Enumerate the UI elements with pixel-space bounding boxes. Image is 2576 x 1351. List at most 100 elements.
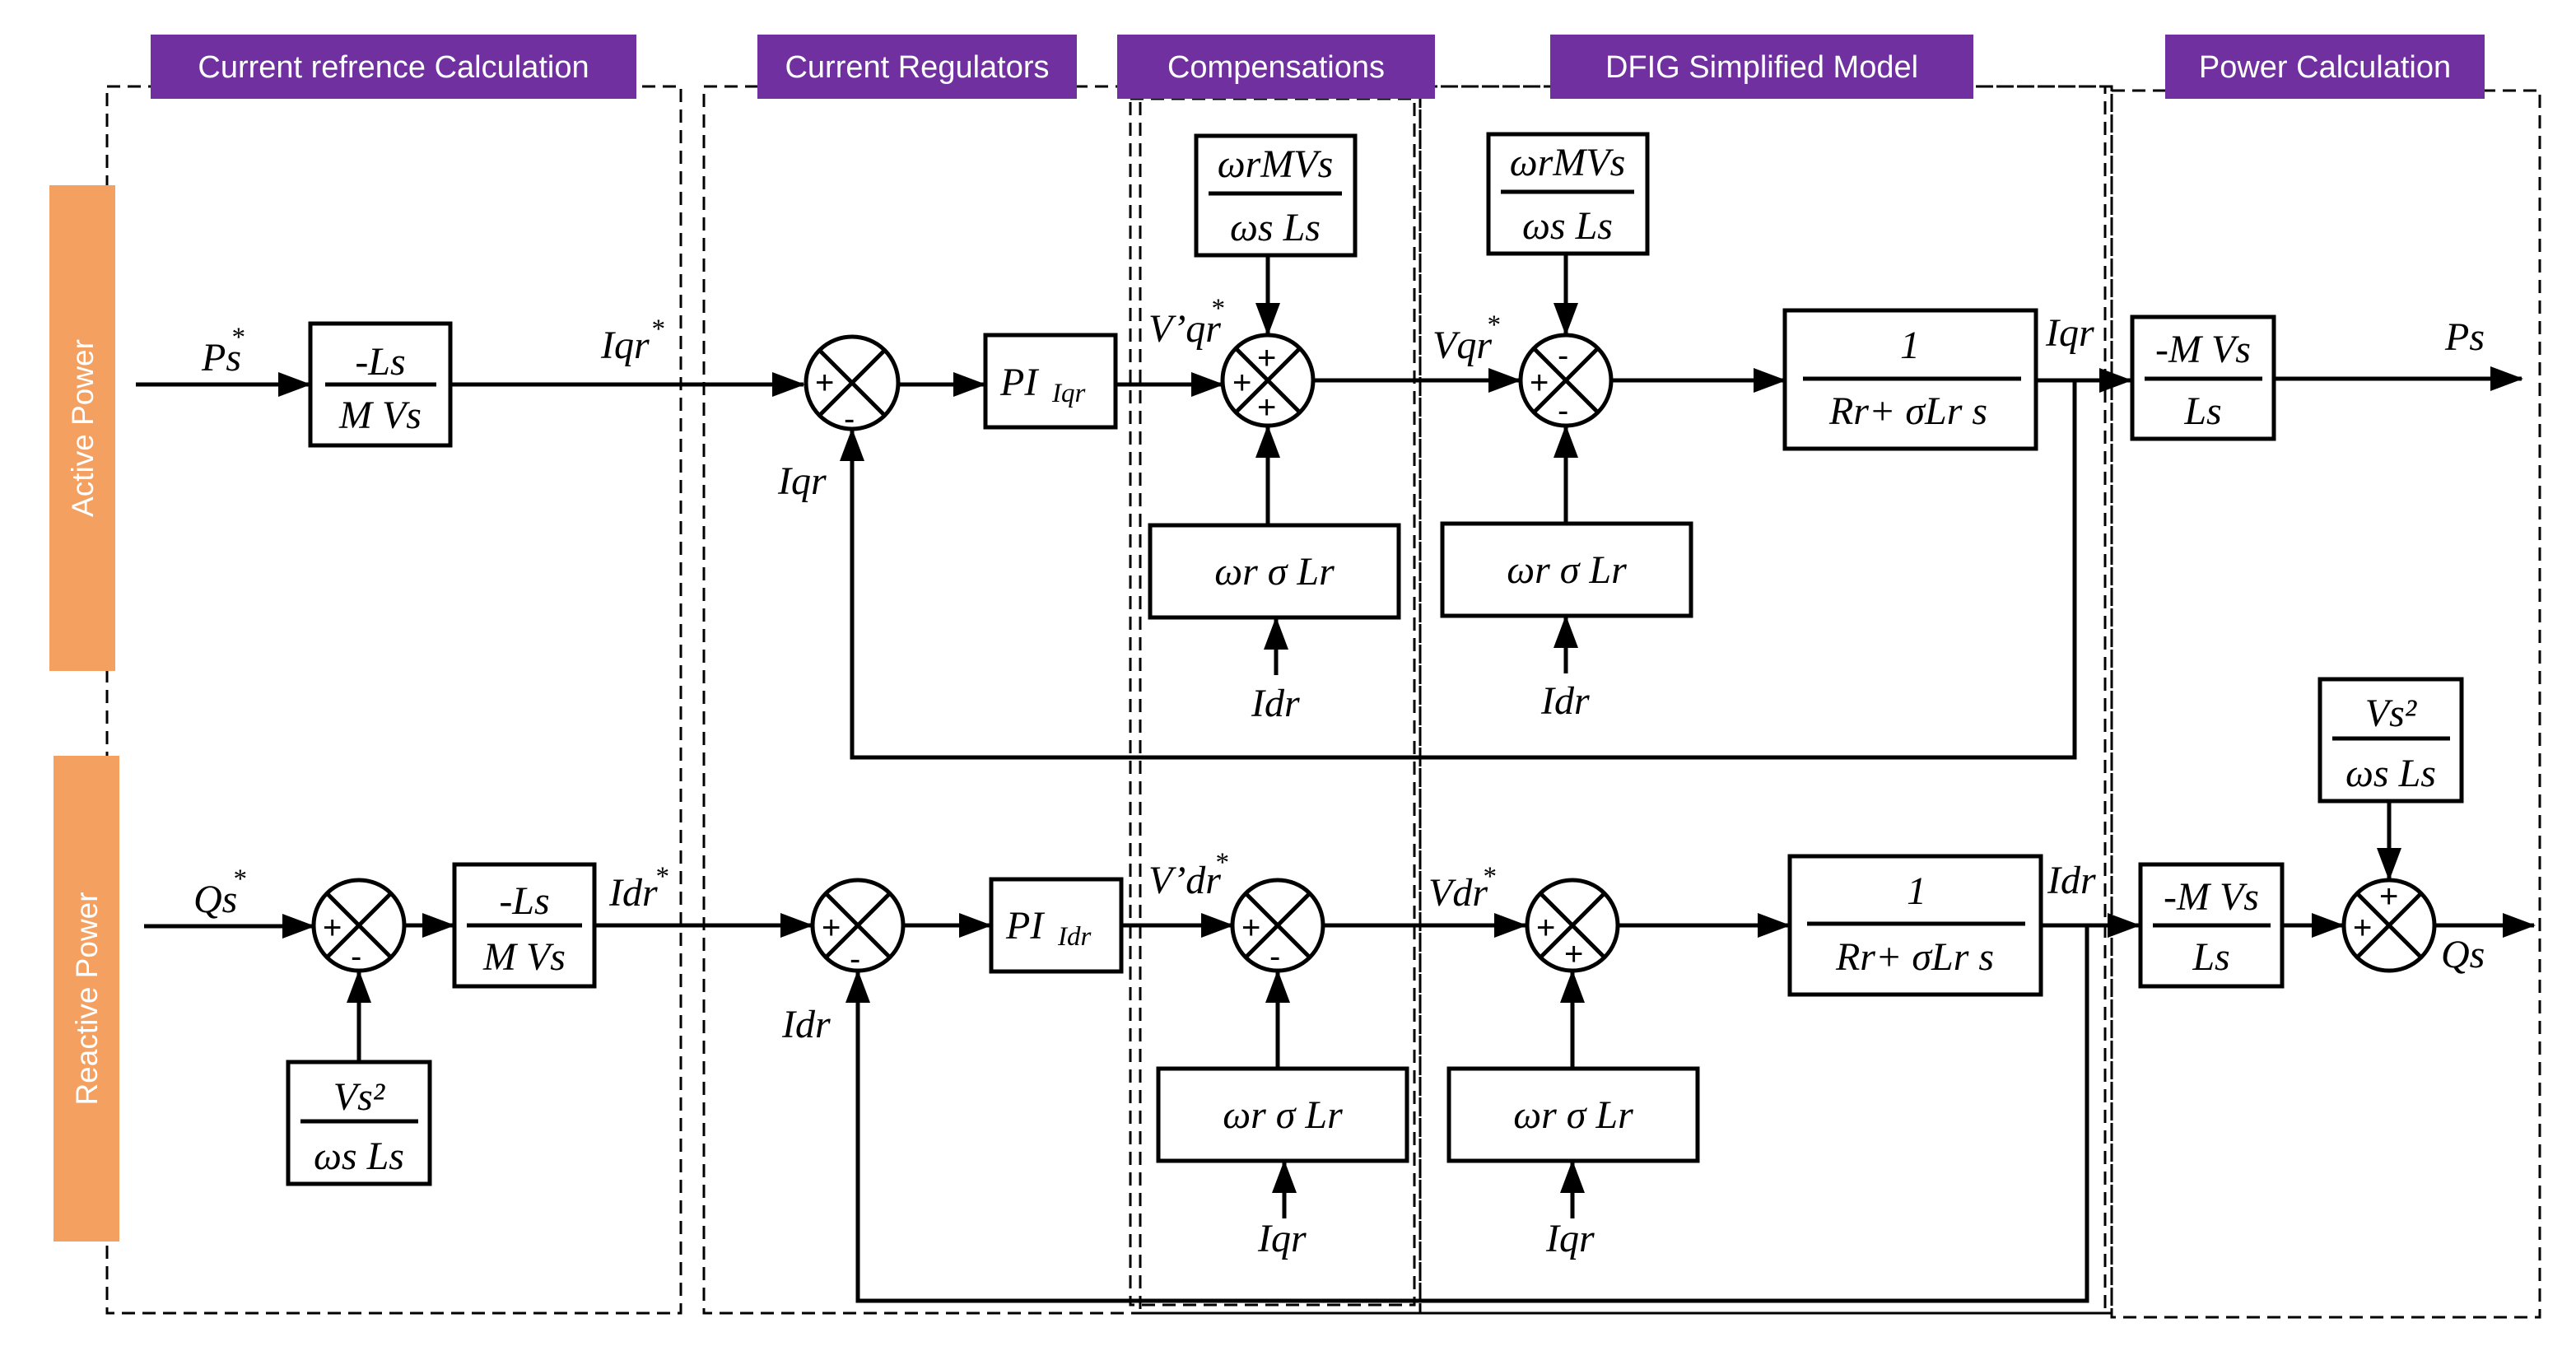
svg-text:+: + [822,910,841,946]
svg-text:Ps: Ps [201,336,241,380]
label-iqr-feedback: Iqr [777,459,827,503]
header-current-regulators: Current Regulators [757,35,1077,99]
svg-text:-: - [850,941,860,977]
svg-text:ωs Ls: ωs Ls [2345,752,2436,795]
signal-ps-star: Ps * [201,323,245,380]
wire-iqr-feedback [840,380,2077,760]
svg-text:PI: PI [1005,904,1045,948]
svg-text:Idr: Idr [1057,922,1091,952]
svg-text:+: + [1564,936,1583,972]
svg-text:Power Calculation: Power Calculation [2199,50,2451,85]
sum-dfig-q: - + - [1518,333,1614,429]
side-label-active: Active Power [49,185,115,671]
sum-qs-ref: + - [311,878,407,975]
svg-text:-: - [1269,939,1280,975]
block-vs2-ref: Vs² ωs Ls [286,1060,432,1186]
group-compensations-inner [1139,85,1422,1315]
svg-text:ωr σ Lr: ωr σ Lr [1513,1093,1633,1137]
sum-iqr-error: + - [804,334,901,437]
sum-compensation-q: + + + [1220,333,1316,428]
svg-text:1: 1 [1907,869,1926,913]
svg-text:Current Regulators: Current Regulators [785,50,1049,85]
svg-text:+: + [323,910,342,946]
svg-text:+: + [2353,910,2372,946]
svg-text:Qs: Qs [193,878,237,921]
svg-text:Vs²: Vs² [2365,692,2418,735]
svg-text:ωs Ls: ωs Ls [314,1134,404,1178]
svg-text:+: + [1232,365,1251,401]
svg-text:+: + [1530,365,1549,401]
signal-vdr-prime-star: V’dr * [1148,848,1228,902]
svg-text:ωr σ Lr: ωr σ Lr [1507,548,1627,592]
group-current-reference [105,85,682,1315]
svg-text:M Vs: M Vs [338,394,422,437]
block-ref-reactive: -Ls M Vs [452,862,597,989]
block-emf-dfig: ωrMVs ωs Ls [1486,132,1650,256]
svg-text:V’qr: V’qr [1148,307,1221,351]
label-ps-out: Ps [2444,315,2485,359]
header-dfig-model: DFIG Simplified Model [1550,35,1973,99]
label-idr-feedback: Idr [781,1003,831,1046]
svg-text:ωrMVs: ωrMVs [1218,142,1334,186]
svg-text:Ls: Ls [2192,935,2229,979]
signal-iqr-star: Iqr * [600,314,664,367]
svg-text:Vdr: Vdr [1428,871,1488,915]
block-vs2-out: Vs² ωs Ls [2317,677,2464,804]
svg-text:+: + [1257,340,1276,376]
svg-text:ωr σ Lr: ωr σ Lr [1223,1093,1343,1137]
svg-text:+: + [1536,910,1555,946]
svg-text:*: * [650,314,664,344]
svg-text:*: * [1482,862,1496,892]
svg-text:ωs Ls: ωs Ls [1230,206,1321,249]
label-iqr-dfig: Iqr [1545,1217,1595,1260]
sum-compensation-d: + - [1230,878,1325,975]
sum-qs-out: + + [2341,878,2437,973]
svg-text:*: * [654,862,668,892]
sum-dfig-d: + + [1525,878,1620,973]
header-compensations: Compensations [1117,35,1435,99]
svg-text:ωr σ Lr: ωr σ Lr [1214,550,1335,594]
block-coupling-comp-q: ωr σ Lr [1148,523,1401,620]
wire-idr-feedback [845,925,2089,1303]
svg-text:Active Power: Active Power [66,339,100,517]
header-power-calc: Power Calculation [2165,35,2485,99]
svg-text:Rr+ σLr s: Rr+ σLr s [1828,389,1987,433]
svg-text:-Ls: -Ls [499,879,549,923]
svg-text:+: + [815,365,834,401]
block-power-active: -M Vs Ls [2130,314,2276,441]
side-label-reactive: Reactive Power [54,756,119,1242]
label-qs-out: Qs [2441,933,2485,976]
svg-text:1: 1 [1900,324,1920,367]
block-plant-d: 1 Rr+ σLr s [1787,854,2043,997]
svg-text:PI: PI [999,361,1039,404]
block-emf-comp: ωrMVs ωs Ls [1194,133,1358,258]
signal-qs-star: Qs * [193,864,246,921]
block-coupling-comp-d: ωr σ Lr [1156,1066,1409,1163]
svg-text:+: + [1257,389,1276,426]
block-coupling-dfig-q: ωr σ Lr [1440,521,1693,618]
signal-vdr-star: Vdr * [1428,862,1496,915]
svg-text:Rr+ σLr s: Rr+ σLr s [1835,935,1994,979]
svg-text:-M Vs: -M Vs [2164,875,2259,919]
svg-text:ωrMVs: ωrMVs [1510,141,1626,184]
signal-vqr-star: Vqr * [1432,310,1500,367]
svg-text:-Ls: -Ls [355,340,405,384]
svg-text:ωs Ls: ωs Ls [1522,204,1613,248]
svg-text:+: + [1241,910,1260,946]
svg-text:+: + [2379,878,2398,915]
svg-text:-: - [351,939,361,975]
block-power-reactive: -M Vs Ls [2138,862,2285,989]
block-ref-active: -Ls M Vs [308,321,453,448]
svg-text:-M Vs: -M Vs [2155,328,2251,371]
group-compensations [1129,97,1416,1307]
label-idr-comp: Idr [1251,682,1300,725]
svg-text:*: * [1210,294,1224,324]
svg-text:Idr: Idr [608,871,658,915]
block-pi-iqr: PI Iqr [983,333,1118,430]
svg-text:-: - [1558,393,1568,429]
svg-text:Reactive Power: Reactive Power [70,892,104,1105]
svg-text:Vs²: Vs² [333,1075,386,1119]
svg-text:Current refrence Calculation: Current refrence Calculation [198,50,589,85]
svg-text:M Vs: M Vs [482,935,566,979]
